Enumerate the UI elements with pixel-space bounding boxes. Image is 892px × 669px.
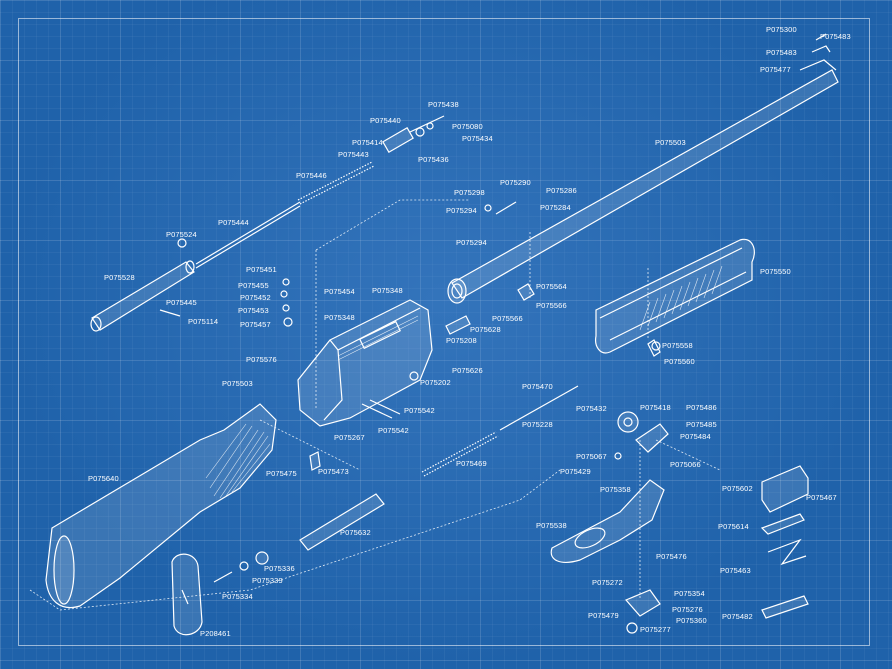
part-label-p075632: P075632 (340, 528, 371, 537)
part-label-p075483-b: P075483 (766, 48, 797, 57)
part-label-p075354: P075354 (674, 589, 705, 598)
part-label-p075483-a: P075483 (820, 32, 851, 41)
small-parts-right (760, 465, 809, 619)
part-label-p075267: P075267 (334, 433, 365, 442)
part-label-p075443: P075443 (338, 150, 369, 159)
part-label-p075348-b: P075348 (324, 313, 355, 322)
barrel (447, 33, 839, 304)
part-label-p075558: P075558 (662, 341, 693, 350)
part-label-p075429: P075429 (560, 467, 591, 476)
part-label-p075434: P075434 (462, 134, 493, 143)
part-label-p075473: P075473 (318, 467, 349, 476)
part-label-p075560: P075560 (664, 357, 695, 366)
part-label-p075538: P075538 (536, 521, 567, 530)
part-label-p075475: P075475 (266, 469, 297, 478)
part-label-p075272: P075272 (592, 578, 623, 587)
part-label-p075452: P075452 (240, 293, 271, 302)
part-label-p075438: P075438 (428, 100, 459, 109)
blueprint-border (18, 18, 870, 646)
part-label-p075457: P075457 (240, 320, 271, 329)
action-spring-upper (297, 122, 434, 205)
part-label-p075453: P075453 (238, 306, 269, 315)
part-label-p075298: P075298 (454, 188, 485, 197)
part-label-p075482: P075482 (722, 612, 753, 621)
part-label-p075432: P075432 (576, 404, 607, 413)
part-label-p075626: P075626 (452, 366, 483, 375)
part-label-p075276: P075276 (672, 605, 703, 614)
part-label-p075486: P075486 (686, 403, 717, 412)
trigger-group (550, 411, 669, 634)
part-label-p075067: P075067 (576, 452, 607, 461)
part-label-p075503-receiver: P075503 (222, 379, 253, 388)
part-label-p075348-a: P075348 (372, 286, 403, 295)
part-label-p208461: P208461 (200, 629, 231, 638)
part-label-p075628: P075628 (470, 325, 501, 334)
part-label-p075602: P075602 (722, 484, 753, 493)
stock (45, 403, 277, 609)
part-label-p075228: P075228 (522, 420, 553, 429)
part-label-p075418: P075418 (640, 403, 671, 412)
part-label-p075477: P075477 (760, 65, 791, 74)
part-label-p075542-a: P075542 (404, 406, 435, 415)
part-label-p075286: P075286 (546, 186, 577, 195)
part-label-p075339: P075339 (252, 576, 283, 585)
part-label-p075300: P075300 (766, 25, 797, 34)
part-label-p075202: P075202 (420, 378, 451, 387)
part-label-p075463: P075463 (720, 566, 751, 575)
part-label-p075576: P075576 (246, 355, 277, 364)
part-label-p075277: P075277 (640, 625, 671, 634)
part-label-p075284: P075284 (540, 203, 571, 212)
part-label-p075360: P075360 (676, 616, 707, 625)
part-label-p075436: P075436 (418, 155, 449, 164)
part-label-p075470: P075470 (522, 382, 553, 391)
part-label-p075484: P075484 (680, 432, 711, 441)
part-label-p075451: P075451 (246, 265, 277, 274)
part-label-p075566-a: P075566 (536, 301, 567, 310)
part-label-p075467: P075467 (806, 493, 837, 502)
action-spring-lower (299, 385, 579, 551)
part-label-p075550: P075550 (760, 267, 791, 276)
part-label-p075564: P075564 (536, 282, 567, 291)
part-label-p075503-barrel: P075503 (655, 138, 686, 147)
part-label-p075290: P075290 (500, 178, 531, 187)
part-label-p075479: P075479 (588, 611, 619, 620)
part-label-p075485: P075485 (686, 420, 717, 429)
part-label-p075358: P075358 (600, 485, 631, 494)
part-label-p075524: P075524 (166, 230, 197, 239)
recoil-pad (171, 553, 203, 636)
magazine-tube (90, 201, 301, 332)
part-label-p075336: P075336 (264, 564, 295, 573)
forend (595, 238, 755, 357)
part-label-p075476: P075476 (656, 552, 687, 561)
part-label-p075454: P075454 (324, 287, 355, 296)
receiver (297, 299, 433, 427)
part-label-p075542-b: P075542 (378, 426, 409, 435)
part-label-p075294-b: P075294 (456, 238, 487, 247)
assembly-guides (29, 199, 721, 611)
part-label-p075614: P075614 (718, 522, 749, 531)
part-label-p075080: P075080 (452, 122, 483, 131)
part-label-p075446: P075446 (296, 171, 327, 180)
part-label-p075208: P075208 (446, 336, 477, 345)
part-label-p075640: P075640 (88, 474, 119, 483)
part-label-p075445: P075445 (166, 298, 197, 307)
part-label-p075440: P075440 (370, 116, 401, 125)
part-label-p075528: P075528 (104, 273, 135, 282)
part-label-p075294-a: P075294 (446, 206, 477, 215)
part-label-p075114: P075114 (188, 317, 219, 326)
pins-and-screws (159, 115, 661, 583)
part-label-p075334: P075334 (222, 592, 253, 601)
part-label-p075469: P075469 (456, 459, 487, 468)
part-label-p075566-b: P075566 (492, 314, 523, 323)
part-label-p075455: P075455 (238, 281, 269, 290)
part-label-p075444: P075444 (218, 218, 249, 227)
part-label-p075414: P075414 (352, 138, 383, 147)
part-label-p075066: P075066 (670, 460, 701, 469)
